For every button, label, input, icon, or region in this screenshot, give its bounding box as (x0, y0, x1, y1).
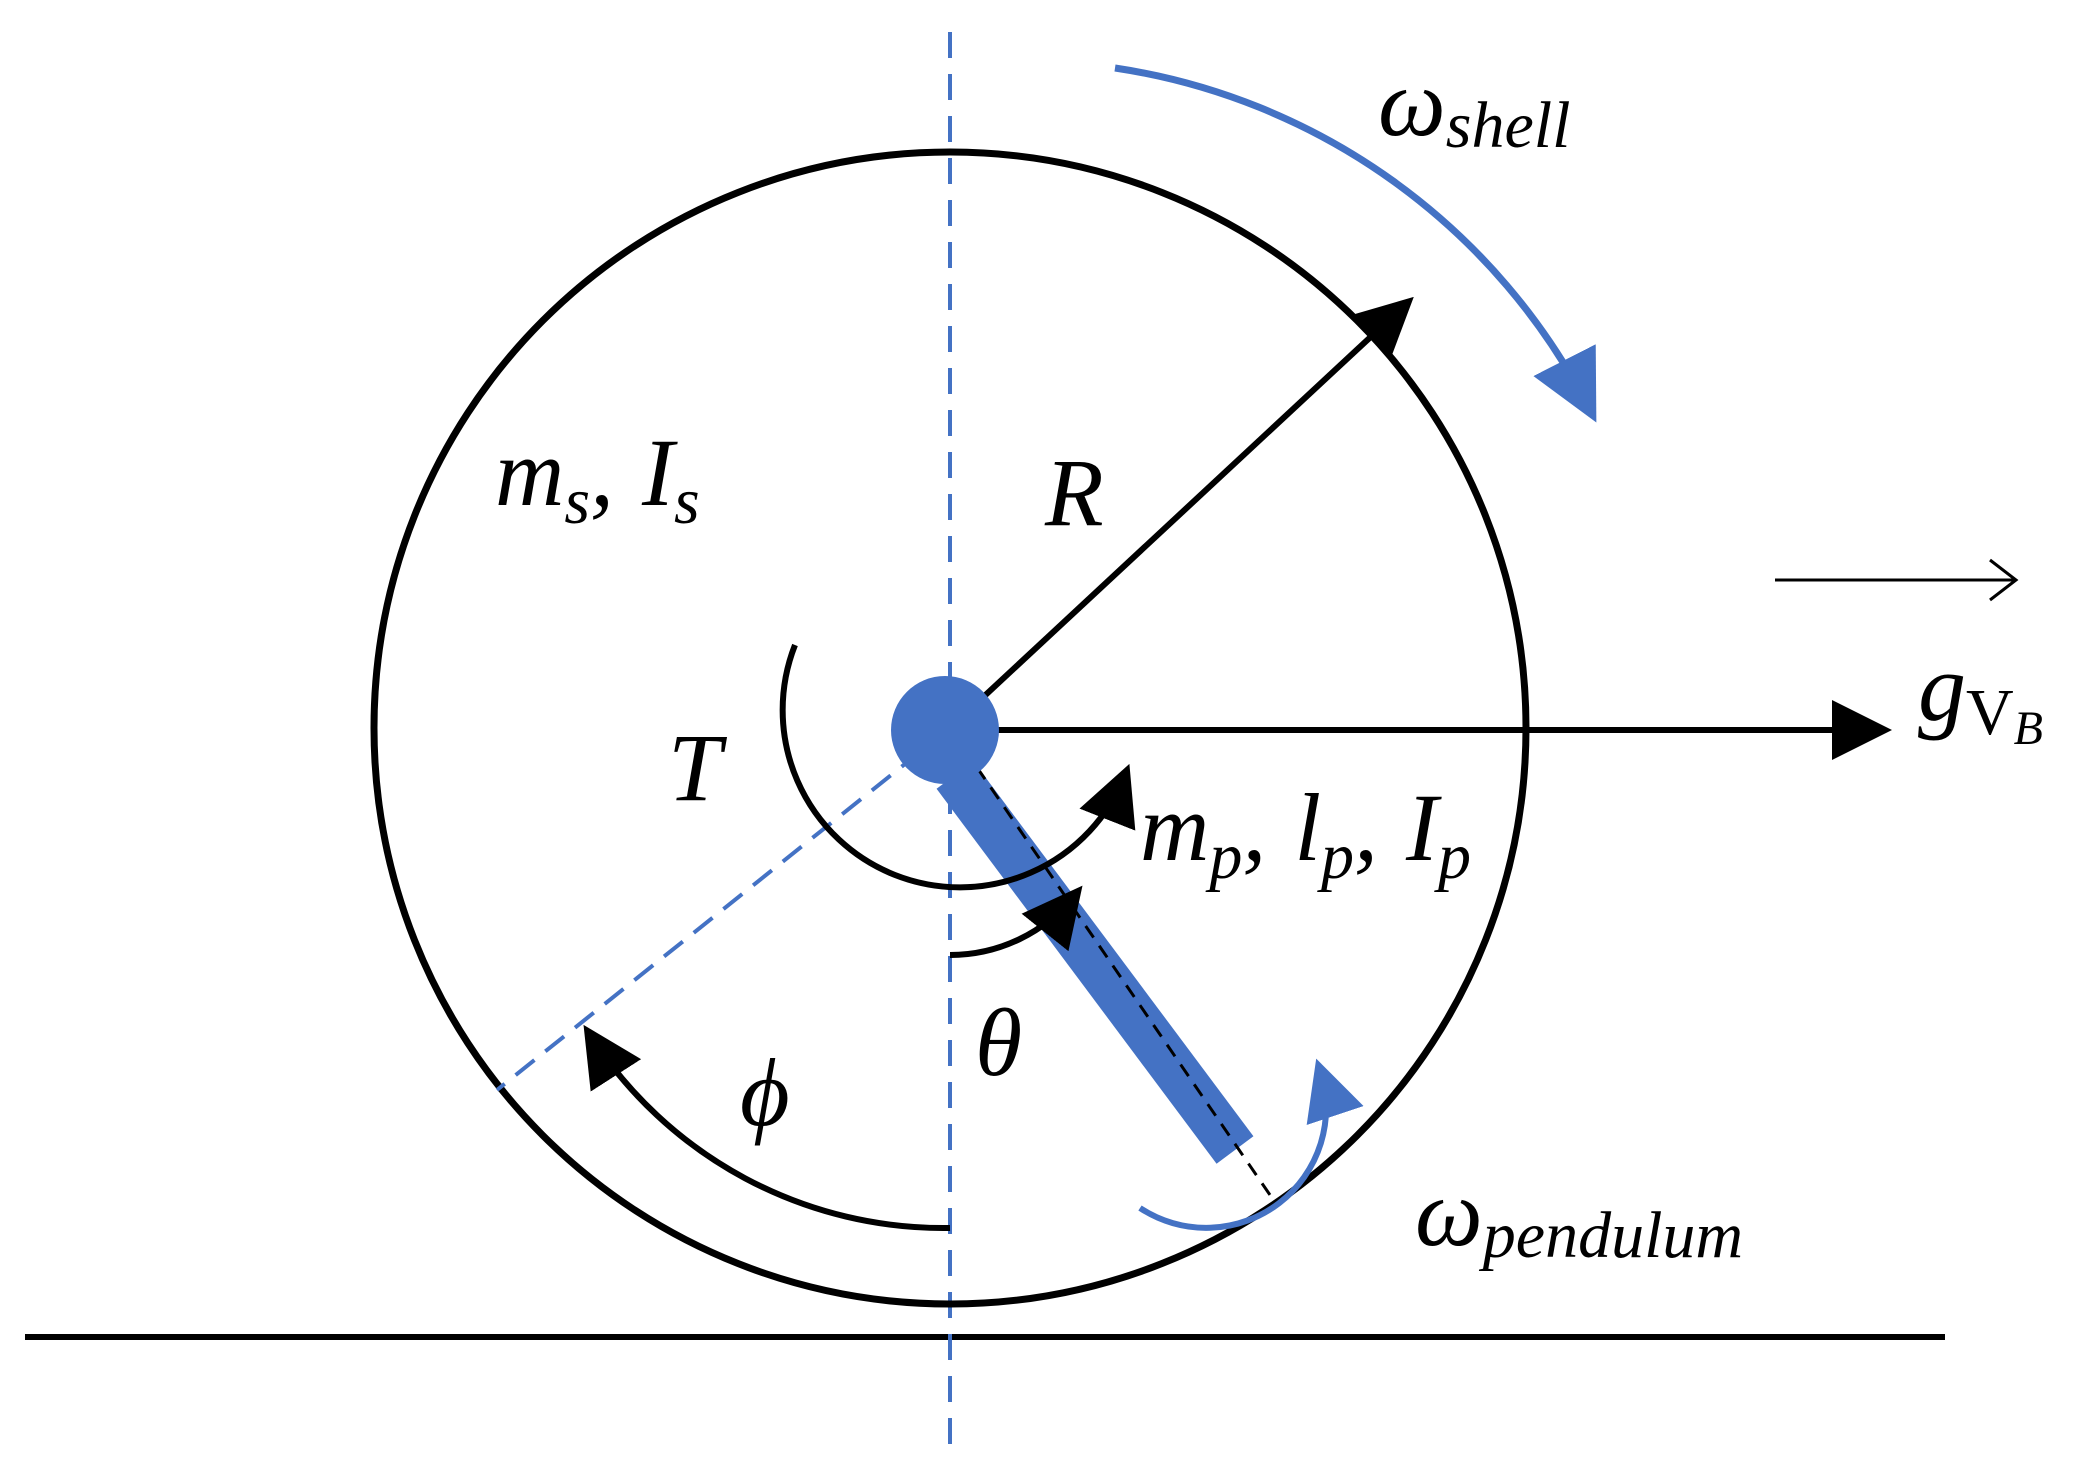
phi-label: ϕ (740, 1039, 790, 1146)
theta-arc (949, 885, 1083, 959)
phi-arc (583, 1024, 951, 1232)
pivot-hub (891, 676, 999, 784)
vector-overarrow-head (1989, 558, 2019, 602)
omega-shell-label: ωshell (1378, 49, 1570, 162)
phi-reference-line (495, 726, 952, 1092)
gravity-label: gVB (1918, 634, 2043, 755)
theta-label: θ (975, 989, 1022, 1096)
torque-label: T (668, 714, 728, 821)
omega-pendulum-label: ωpendulum (1415, 1159, 1743, 1272)
shell-mass-inertia-label: ms,Is (495, 419, 700, 538)
radius-arrow (947, 296, 1414, 731)
omega-pendulum-arc (1138, 1058, 1364, 1231)
radius-label: R (1044, 439, 1104, 546)
pendulum-rod (936, 761, 1254, 1164)
pendulum-params-label: mp,lp,Ip (1140, 774, 1471, 893)
omega-shell-arc (1114, 64, 1597, 423)
torque-arc (779, 643, 1136, 891)
